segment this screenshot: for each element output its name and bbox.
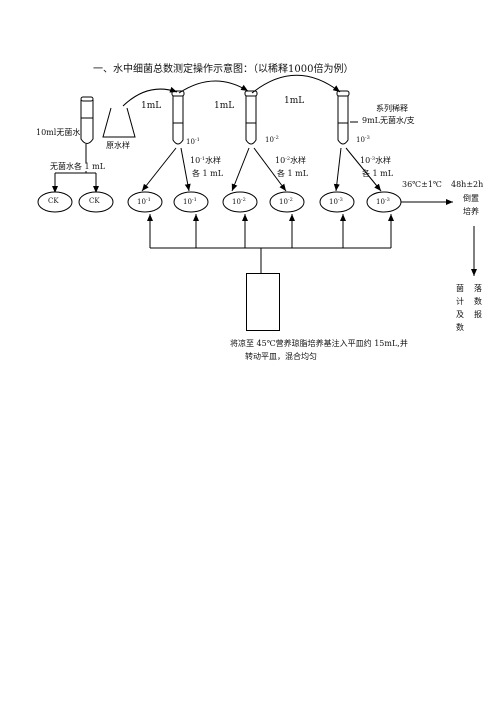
- transfer-arrow-1: [122, 86, 178, 107]
- plate-label: CK: [48, 197, 59, 205]
- plate-label: 10-1: [183, 197, 197, 206]
- dilution-tube-1: [171, 90, 185, 145]
- sterile-water-each-label: 无菌水各 1 mL: [50, 162, 106, 171]
- sample-2-each: 各 1 mL: [277, 169, 309, 178]
- colony-count-char: 数: [474, 297, 482, 306]
- serial-dilution-title: 系列稀释: [376, 104, 408, 113]
- plate-label: 10-3: [376, 197, 390, 206]
- raw-sample-beaker: [102, 107, 136, 138]
- transfer-label-1: 1mL: [141, 101, 162, 111]
- tube-2-label: 10-2: [265, 135, 279, 144]
- plate-label: CK: [89, 197, 100, 205]
- pour-note-line-1: 将凉至 45℃营养琼脂培养基注入平皿约 15mL,并: [230, 339, 408, 348]
- sample-1-label: 10-1水样: [190, 156, 222, 165]
- raw-sample-label: 原水样: [106, 141, 130, 150]
- sample-2-label: 10-2水样: [275, 156, 307, 165]
- sterile-water-tube-cap: [80, 96, 94, 102]
- inverted-label-1: 倒置: [463, 194, 479, 203]
- colony-count-char: 落: [474, 284, 482, 293]
- colony-count-char: 及: [456, 310, 464, 319]
- plate-label: 10-1: [137, 197, 151, 206]
- transfer-arrow-3: [251, 74, 341, 94]
- sterile-water-label: 10ml无菌水: [36, 128, 81, 137]
- colony-count-char: 菌: [456, 284, 464, 293]
- incubation-temp: 36℃±1℃: [402, 180, 442, 189]
- plate-label: 10-3: [329, 197, 343, 206]
- dilution-tube-3: [336, 90, 350, 145]
- sterile-water-tube: [80, 100, 94, 144]
- plate-ck-2: [78, 191, 114, 213]
- inverted-label-2: 培养: [463, 207, 479, 216]
- plate-2-b: [269, 191, 305, 213]
- sample-1-each: 各 1 mL: [192, 169, 224, 178]
- colony-count-char: 数: [456, 323, 464, 332]
- colony-count-char: 计: [456, 297, 464, 306]
- plate-2-a: [222, 191, 258, 213]
- transfer-arrow-2: [178, 80, 249, 94]
- plate-1-a: [127, 191, 163, 213]
- plate-label: 10-2: [232, 197, 246, 206]
- plate-label: 10-2: [279, 197, 293, 206]
- tube-3-label: 10-3: [356, 135, 370, 144]
- transfer-label-2: 1mL: [214, 101, 235, 111]
- sample-3-label: 10-3水样: [360, 156, 392, 165]
- transfer-label-3: 1mL: [284, 96, 305, 106]
- dilution-tube-2: [244, 90, 258, 145]
- pour-note-line-2: 转动平皿，混合均匀: [245, 352, 317, 361]
- colony-count-char: 报: [474, 310, 482, 319]
- serial-dilution-detail: 9mL无菌水/支: [362, 116, 415, 125]
- page-title: 一、水中细菌总数测定操作示意图：（以稀释1000倍为例）: [93, 64, 354, 75]
- incubation-time: 48h±2h: [451, 180, 484, 189]
- plate-3-a: [319, 191, 355, 213]
- plate-1-b: [173, 191, 209, 213]
- tube-1-label: 10-1: [186, 137, 200, 146]
- nutrient-agar-box: [246, 273, 280, 331]
- sample-3-each: 各 1 mL: [362, 169, 394, 178]
- plate-ck-1: [37, 191, 73, 213]
